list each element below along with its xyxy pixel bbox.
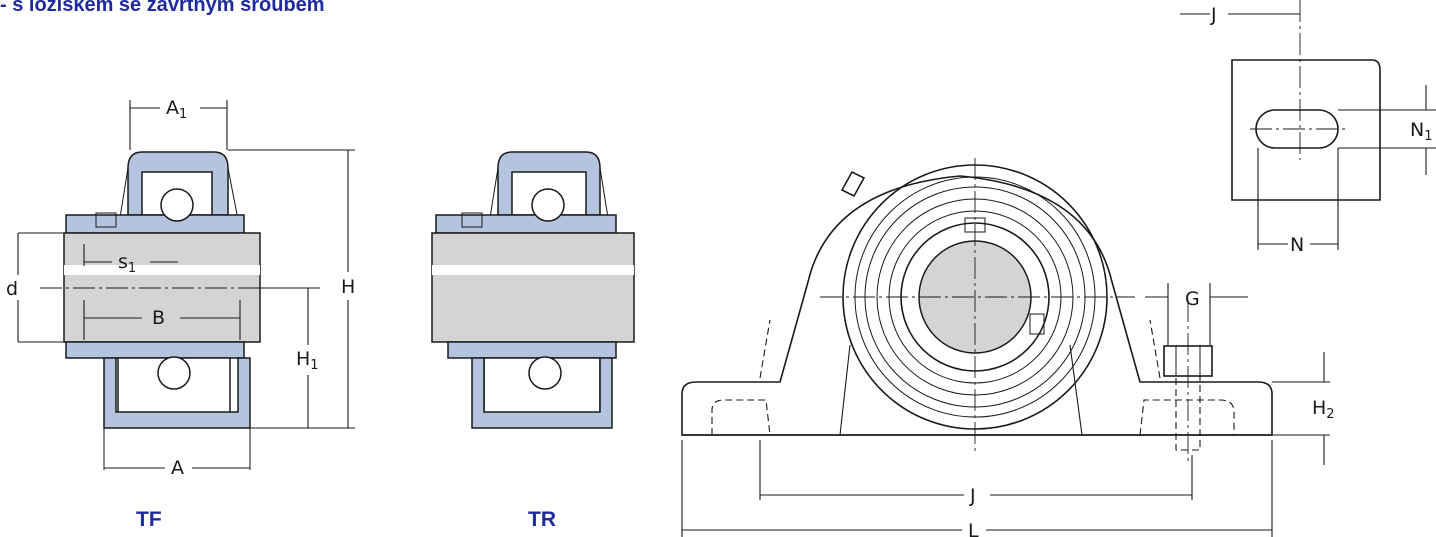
tr-ball-bottom bbox=[528, 356, 562, 390]
tr-housing-bottom bbox=[471, 357, 613, 429]
tr-inner-ring-top bbox=[435, 214, 617, 234]
variant-label-tr: TR bbox=[528, 508, 556, 531]
dimension-a: A bbox=[171, 457, 184, 479]
dimension-g: G bbox=[1185, 288, 1200, 310]
top-view-detail bbox=[1180, 0, 1436, 250]
dimension-s1: s1 bbox=[118, 251, 136, 276]
tr-shaft bbox=[431, 232, 635, 343]
tr-inner-ring-bottom bbox=[447, 341, 617, 359]
dimension-l: L bbox=[968, 520, 979, 537]
tf-dimensions bbox=[17, 100, 355, 469]
tr-section-view bbox=[431, 151, 635, 429]
dimension-j-top: J bbox=[1210, 4, 1217, 26]
variant-label-tf: TF bbox=[136, 508, 162, 531]
tf-housing-bottom bbox=[103, 357, 251, 429]
tf-ball-top bbox=[160, 188, 194, 222]
dimension-j: J bbox=[969, 485, 976, 507]
dimension-b: B bbox=[152, 307, 165, 329]
tf-section-view bbox=[40, 151, 320, 470]
dimension-n: N bbox=[1290, 234, 1304, 256]
dimension-n1: N1 bbox=[1410, 119, 1433, 144]
dimension-h2: H2 bbox=[1312, 397, 1335, 422]
tf-inner-ring-bottom bbox=[65, 341, 245, 359]
dimension-h1: H1 bbox=[296, 348, 319, 373]
grease-nipple bbox=[840, 170, 866, 198]
tf-inner-ring-top bbox=[65, 214, 245, 234]
tr-ball-top bbox=[531, 188, 565, 222]
base-top-view bbox=[1231, 59, 1381, 201]
dimension-a1: A1 bbox=[166, 97, 187, 122]
front-dimensions bbox=[681, 283, 1330, 537]
page-heading: - s ložiskem se závrtným šroubem bbox=[0, 0, 325, 16]
housing-outline bbox=[681, 175, 1273, 436]
dimension-h: H bbox=[341, 276, 355, 298]
front-view bbox=[681, 158, 1273, 462]
dimension-d: d bbox=[6, 278, 18, 300]
tf-ball-bottom bbox=[157, 356, 191, 390]
